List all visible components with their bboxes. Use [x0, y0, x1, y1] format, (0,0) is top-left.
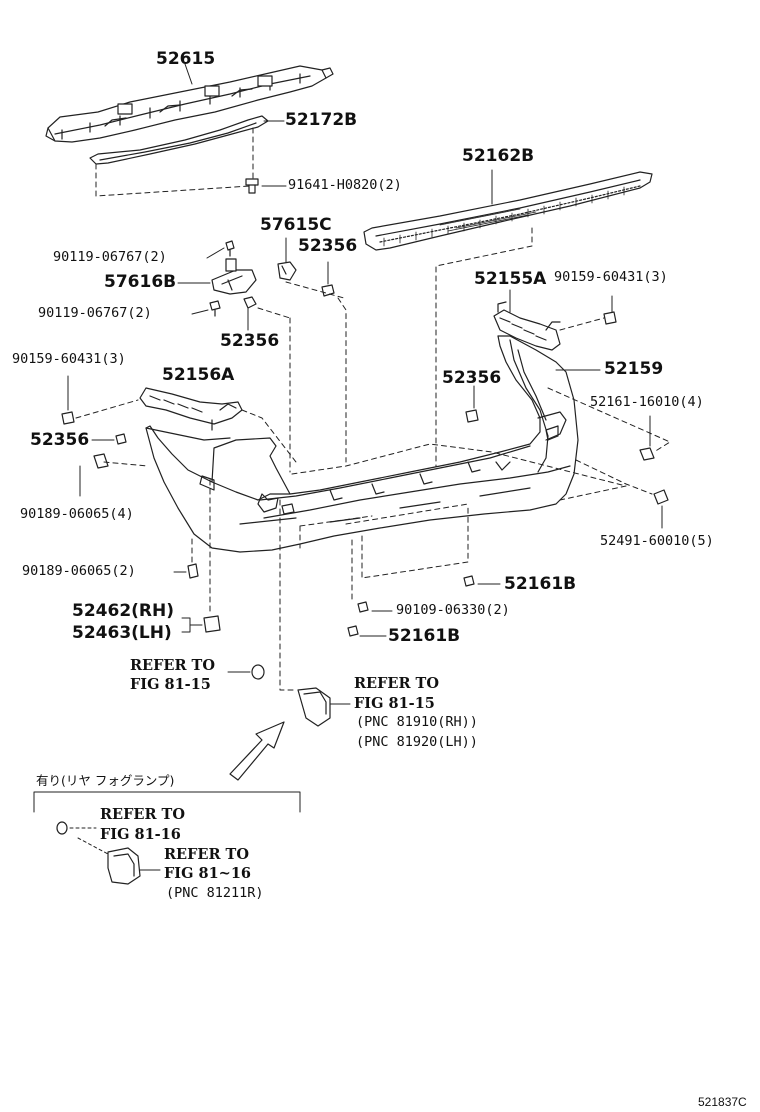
label-52161-16010: 52161-16010(4)	[590, 394, 704, 410]
label-90119-a: 90119-06767(2)	[53, 249, 167, 265]
clip-52356-d	[115, 433, 127, 445]
screw-52161-16010	[639, 447, 655, 461]
label-90159-a: 90159-60431(3)	[554, 269, 668, 285]
direction-arrow	[229, 721, 285, 781]
fog-lamp-unit	[107, 847, 141, 885]
option-note: 有り(リヤ フォグランプ)	[36, 773, 175, 788]
label-52155A: 52155A	[474, 269, 547, 289]
diagram-code: 521837C	[698, 1095, 747, 1109]
label-52356-d: 52356	[30, 430, 90, 450]
label-52491: 52491-60010(5)	[600, 533, 714, 549]
part-52615-reinforcement	[45, 65, 334, 143]
label-90189-b: 90189-06065(2)	[22, 563, 136, 579]
lamp-socket-2	[56, 821, 68, 835]
refer-note-3-line1: REFER TO	[100, 806, 185, 823]
refer-note-2-line1: REFER TO	[354, 675, 439, 692]
refer-note-4-line2: FIG 81~16	[164, 865, 252, 882]
screw-52161B-b	[347, 625, 359, 637]
label-52356-a: 52356	[298, 236, 358, 256]
pnc-note-81211: (PNC 81211R)	[166, 885, 264, 901]
label-52356-b: 52356	[220, 331, 280, 351]
refer-note-4-line1: REFER TO	[164, 846, 249, 863]
label-57616B: 57616B	[104, 272, 177, 292]
label-90189-a: 90189-06065(4)	[20, 506, 134, 522]
screw-90109	[357, 601, 369, 613]
label-52156A: 52156A	[162, 365, 235, 385]
screw-90159-b	[61, 411, 75, 425]
label-57615C: 57615C	[260, 215, 332, 235]
refer-note-2-line2: FIG 81-15	[354, 695, 435, 712]
label-90109: 90109-06330(2)	[396, 602, 510, 618]
part-57616B-bracket	[211, 258, 257, 295]
refer-note-1-line2: FIG 81-15	[130, 676, 211, 693]
part-52155A-retainer	[493, 301, 561, 351]
label-52463-lh: 52463(LH)	[72, 623, 172, 643]
clip-52356-b	[243, 296, 257, 309]
part-52159-bumper-cover	[145, 335, 579, 553]
pnc-note-81920: (PNC 81920(LH))	[356, 734, 478, 750]
refer-note-1-line1: REFER TO	[130, 657, 215, 674]
clip-90189-a	[93, 453, 109, 469]
screw-90119-a	[225, 240, 235, 257]
label-52161B-b: 52161B	[388, 626, 461, 646]
screw-90119-b	[209, 300, 221, 317]
part-52162B-step-pad	[363, 171, 653, 251]
label-52172B: 52172B	[285, 110, 358, 130]
label-52356-c: 52356	[442, 368, 502, 388]
part-57615C-bracket	[277, 261, 297, 281]
label-52159: 52159	[604, 359, 664, 379]
label-91641: 91641-H0820(2)	[288, 177, 402, 193]
clip-90189-b	[187, 563, 199, 579]
part-52156A-retainer	[139, 387, 243, 431]
bolt-91641	[245, 178, 259, 194]
label-52161B-a: 52161B	[504, 574, 577, 594]
label-52162B: 52162B	[462, 146, 535, 166]
screw-52161B-a	[463, 575, 475, 587]
lamp-socket-1	[251, 664, 265, 680]
label-90159-b: 90159-60431(3)	[12, 351, 126, 367]
screw-90159-a	[603, 311, 617, 325]
lamp-unit-1	[297, 687, 331, 727]
part-52462-pad	[203, 615, 221, 633]
label-52615: 52615	[156, 49, 216, 69]
refer-note-3-line2: FIG 81-16	[100, 826, 181, 843]
screw-52491	[653, 489, 669, 505]
label-52462-rh: 52462(RH)	[72, 601, 174, 621]
pnc-note-81910: (PNC 81910(RH))	[356, 714, 478, 730]
clip-52356-c	[465, 409, 479, 423]
label-90119-b: 90119-06767(2)	[38, 305, 152, 321]
